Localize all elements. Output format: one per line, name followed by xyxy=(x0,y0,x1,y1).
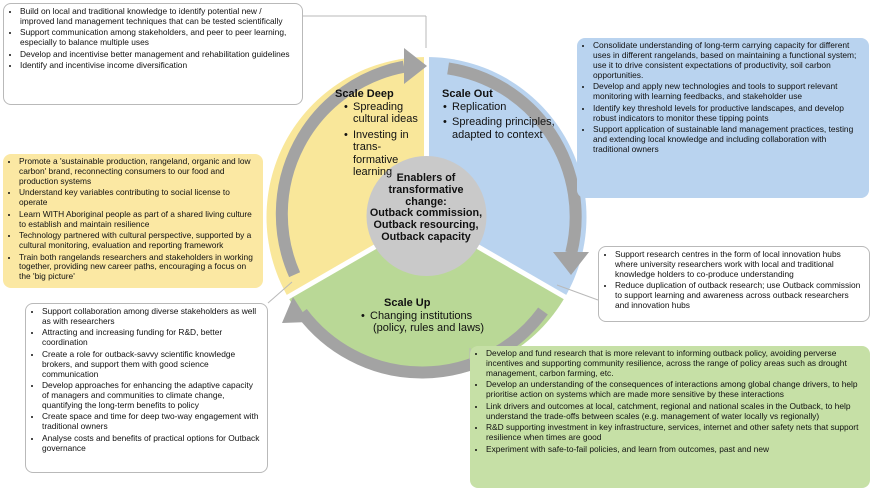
list-item: Reduce duplication of outback research; … xyxy=(615,280,863,311)
list-item: R&D supporting investment in key infrast… xyxy=(486,422,864,443)
bullet-list: Build on local and traditional knowledge… xyxy=(8,6,296,71)
connector-right xyxy=(556,284,599,301)
connector-bottom-left xyxy=(267,281,293,304)
list-item: Attracting and increasing funding for R&… xyxy=(42,328,261,348)
callout-scale-deep-culture: Promote a 'sustainable production, range… xyxy=(3,154,263,288)
list-item: Learn WITH Aboriginal people as part of … xyxy=(19,209,257,230)
center-circle xyxy=(366,156,487,276)
scale-out-title: Scale Out xyxy=(442,88,493,100)
callout-scale-out-research: Support research centres in the form of … xyxy=(598,246,870,322)
bullet-list: Support research centres in the form of … xyxy=(603,249,863,311)
arrowhead-right xyxy=(553,252,589,275)
arc-arrow-top xyxy=(275,60,406,278)
bullet-list: Develop and fund research that is more r… xyxy=(474,348,864,455)
list-item: Develop and apply new technologies and t… xyxy=(593,81,863,102)
scale-deep-bullet: Spreading cultural ideas xyxy=(344,100,423,126)
callout-scale-out-actions: Consolidate understanding of long-term c… xyxy=(577,38,869,198)
center-line: Outback commission, xyxy=(369,207,483,220)
list-item: Create a role for outback-savvy scientif… xyxy=(42,349,261,380)
list-item: Develop an understanding of the conseque… xyxy=(486,379,864,400)
scale-up-line: (policy, rules and laws) xyxy=(373,322,485,334)
list-item: Identify key threshold levels for produc… xyxy=(593,103,863,124)
arrowhead-bottom xyxy=(282,297,309,323)
scale-up-line: Changing institutions xyxy=(370,309,473,322)
center-line: change: xyxy=(405,195,447,208)
list-item: Support research centres in the form of … xyxy=(615,249,863,280)
list-item: Train both rangelands researchers and st… xyxy=(19,252,257,283)
list-item: Develop and incentivise better managemen… xyxy=(20,49,296,60)
scale-out-line: Spreading principles, xyxy=(452,116,555,128)
list-item: Develop and fund research that is more r… xyxy=(486,348,864,379)
list-item: Experiment with safe-to-fail policies, a… xyxy=(486,444,864,455)
callout-scale-up-policy: Develop and fund research that is more r… xyxy=(470,346,870,488)
bullet-list: Support collaboration among diverse stak… xyxy=(30,306,261,454)
center-line: Enablers of xyxy=(396,172,456,184)
list-item: Develop approaches for enhancing the ada… xyxy=(42,380,261,411)
scale-deep-line: cultural ideas xyxy=(353,113,418,125)
scale-up-sector xyxy=(287,217,566,377)
scale-up-label: Scale Up Changing institutions (policy, … xyxy=(360,297,510,335)
list-item: Support collaboration among diverse stak… xyxy=(42,306,261,327)
list-item: Consolidate understanding of long-term c… xyxy=(593,40,863,81)
arc-arrow-bottom xyxy=(297,307,548,379)
scale-deep-label: Scale Deep Spreading cultural ideas Inve… xyxy=(313,88,423,179)
list-item: Promote a 'sustainable production, range… xyxy=(19,156,257,187)
list-item: Identify and incentivise income diversif… xyxy=(20,60,296,71)
callout-scale-deep-actions: Build on local and traditional knowledge… xyxy=(3,3,303,105)
center-line: Outback resourcing, xyxy=(373,219,479,232)
list-item: Understand key variables contributing to… xyxy=(19,187,257,208)
callout-scale-up-collaboration: Support collaboration among diverse stak… xyxy=(25,303,268,473)
scale-out-bullet: Replication xyxy=(443,100,562,114)
list-item: Support communication among stakeholders… xyxy=(20,28,296,48)
scale-up-bullet: Changing institutions (policy, rules and… xyxy=(361,309,510,335)
scale-deep-line: Spreading xyxy=(353,100,404,113)
scale-deep-bullet: Investing in trans- formative learning xyxy=(344,128,423,179)
list-item: Link drivers and outcomes at local, catc… xyxy=(486,401,864,422)
arrowhead-top xyxy=(404,48,427,84)
center-line: Outback capacity xyxy=(381,230,471,243)
scale-out-line: adapted to context xyxy=(452,128,543,141)
bullet-list: Consolidate understanding of long-term c… xyxy=(581,40,863,155)
scale-deep-line: Investing in trans- xyxy=(353,128,409,154)
list-item: Create space and time for deep two-way e… xyxy=(42,412,261,432)
scale-out-line: Replication xyxy=(452,100,507,113)
center-line: transformative xyxy=(388,183,464,196)
list-item: Technology partnered with cultural persp… xyxy=(19,230,257,251)
scale-deep-line: formative learning xyxy=(353,153,399,179)
list-item: Support application of sustainable land … xyxy=(593,124,863,155)
bullet-list: Promote a 'sustainable production, range… xyxy=(7,156,257,283)
list-item: Build on local and traditional knowledge… xyxy=(20,6,296,27)
scale-up-title: Scale Up xyxy=(384,297,431,309)
center-enablers: Enablers of transformative change: Outba… xyxy=(360,172,492,244)
scale-out-label: Scale Out Replication Spreading principl… xyxy=(442,88,562,141)
scale-out-bullet: Spreading principles, adapted to context xyxy=(443,116,562,141)
list-item: Analyse costs and benefits of practical … xyxy=(42,433,261,454)
scale-deep-title: Scale Deep xyxy=(335,88,394,100)
